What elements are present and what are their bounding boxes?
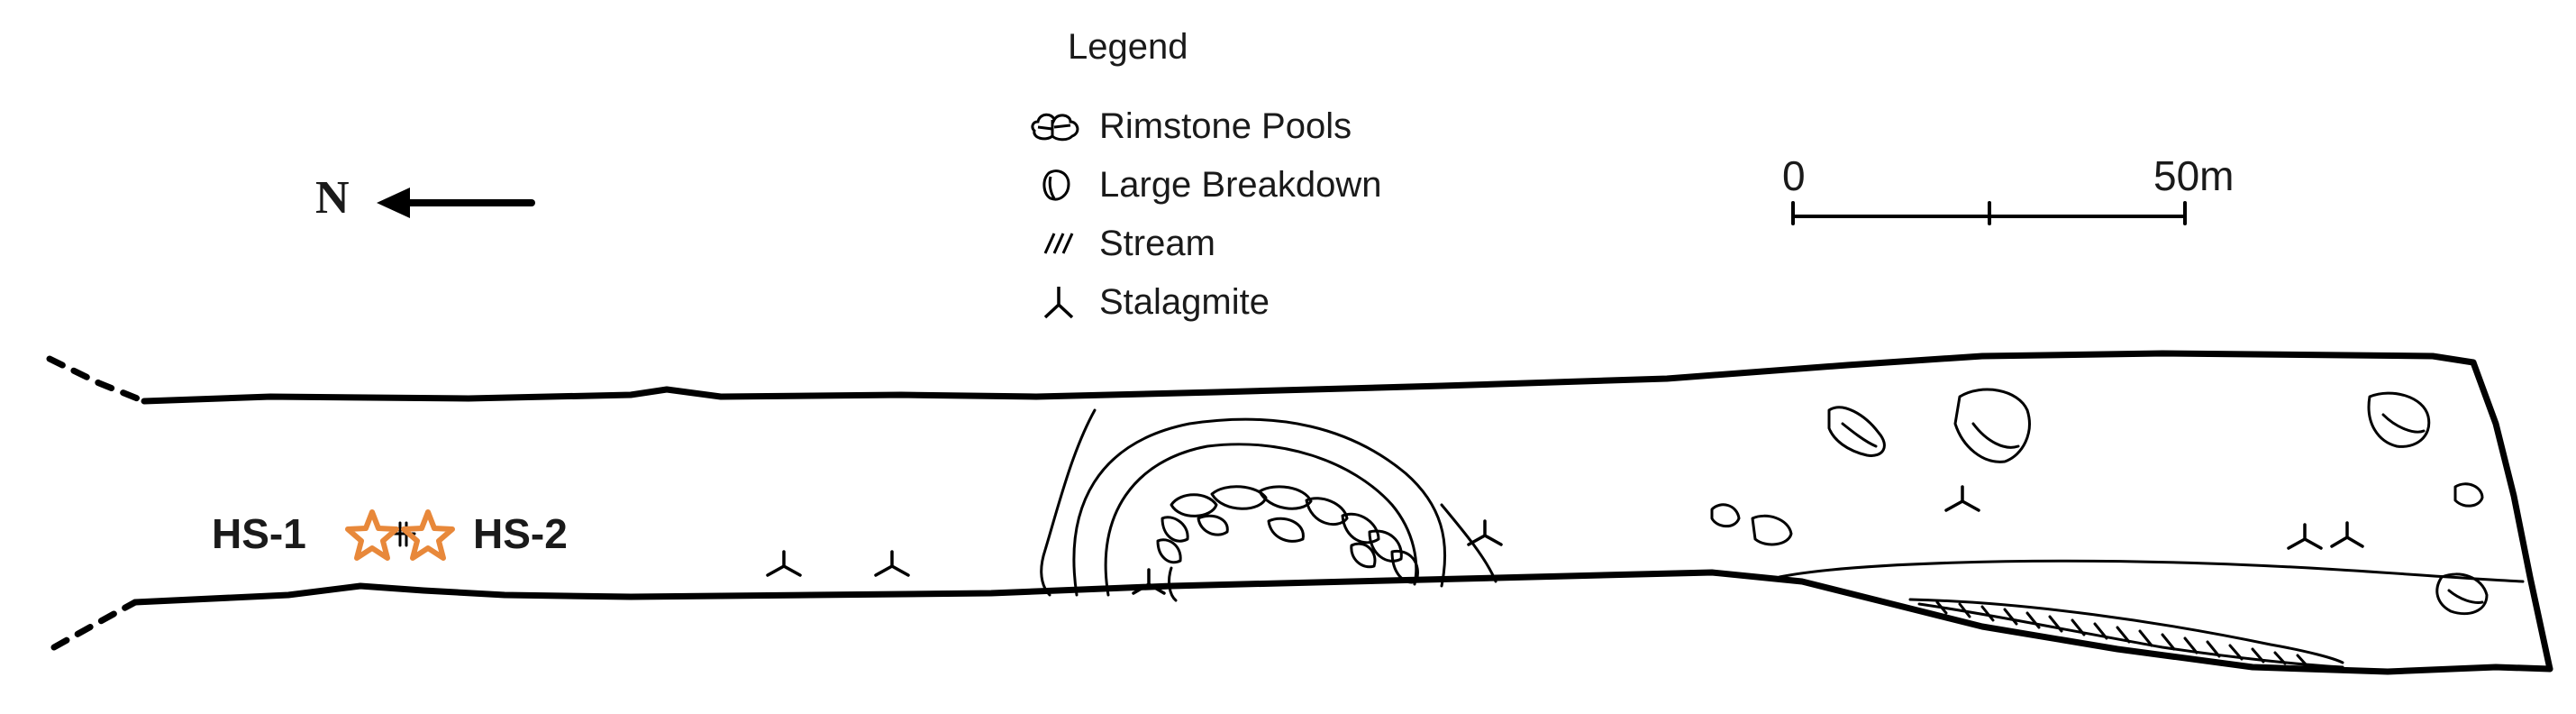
stalagmite-icon: [766, 550, 802, 577]
legend-label: Rimstone Pools: [1099, 105, 1352, 146]
stalagmite-icon: [1043, 287, 1074, 319]
north-arrow-icon: [377, 188, 535, 218]
legend-item-large-breakdown: Large Breakdown: [1027, 158, 1382, 212]
scale-start-label: 0: [1782, 152, 1806, 199]
stream-hatching: [1935, 600, 2308, 667]
stalagmite-icon: [1944, 485, 1980, 512]
breakdown-block: [2435, 572, 2489, 616]
rimstone-pools: [1156, 485, 1419, 602]
legend-title: Legend: [1068, 27, 1188, 67]
legend-label: Stream: [1099, 223, 1215, 263]
sample-label-hs-1: HS-1: [212, 510, 306, 557]
stream-icon: [1043, 233, 1074, 254]
legend-label: Stalagmite: [1099, 281, 1270, 322]
cave-wall-top: [141, 350, 2477, 405]
chamber-arcs: [1040, 408, 1497, 597]
sample-star-icon: [401, 509, 455, 561]
stalagmite-icon: [1132, 568, 1166, 595]
cave-passage-outline: [46, 350, 2553, 675]
stalagmites: [766, 485, 2364, 595]
legend-item-stream: Stream: [1027, 216, 1215, 270]
stalagmite-icon: [2330, 521, 2364, 548]
scale-bar: [1791, 201, 2187, 225]
stalagmite-icon: [874, 550, 910, 577]
passage-continuation-top: [46, 355, 148, 405]
cave-wall-bottom: [132, 569, 2553, 675]
breakdown-block: [1751, 514, 1793, 546]
sample-stars: [345, 509, 455, 561]
scale-end-label: 50m: [2153, 152, 2235, 199]
stalagmite-icon: [1467, 519, 1503, 546]
breakdown-block: [1953, 388, 2031, 463]
breakdown-block: [2453, 482, 2484, 508]
legend-item-stalagmite: Stalagmite: [1027, 275, 1270, 329]
sample-label-hs-2: HS-2: [473, 510, 568, 557]
legend-item-rimstone-pools: Rimstone Pools: [1027, 99, 1352, 153]
north-label: N: [315, 172, 350, 224]
rimstone-pools-icon: [1031, 113, 1079, 142]
breakdown-block: [1710, 503, 1741, 528]
breakdown-block: [1827, 406, 1886, 457]
passage-continuation-bottom: [50, 599, 139, 651]
cave-wall-end: [2470, 359, 2553, 673]
stream-channel: [1778, 559, 2525, 669]
large-breakdown-blocks: [1710, 388, 2489, 616]
stalagmite-icon: [2287, 523, 2323, 550]
legend-label: Large Breakdown: [1099, 164, 1382, 205]
sample-star-icon: [345, 509, 399, 561]
breakdown-block: [2367, 391, 2431, 448]
large-breakdown-icon: [1042, 169, 1070, 201]
